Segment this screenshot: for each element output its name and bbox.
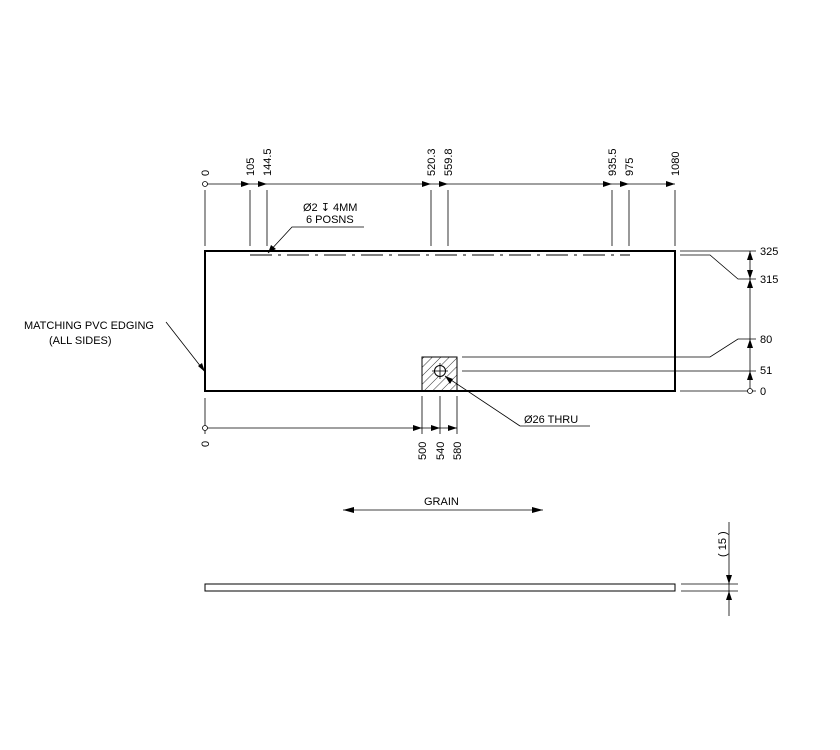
top-dim-520-3: 520.3: [426, 148, 438, 176]
grain-label: GRAIN: [424, 496, 459, 508]
bottom-dim-580: 580: [452, 442, 464, 460]
edge-view-panel: [204, 583, 676, 592]
top-dim-144-5: 144.5: [262, 148, 274, 176]
top-dim-0: 0: [200, 170, 212, 176]
hole-note-line2: 6 POSNS: [306, 214, 354, 226]
bottom-dim-500: 500: [417, 442, 429, 460]
edging-note-line2: (ALL SIDES): [49, 335, 112, 347]
right-dim-80: 80: [760, 334, 772, 346]
right-dim-51: 51: [760, 365, 772, 377]
top-dim-975: 975: [624, 158, 636, 176]
bottom-dimension-group: 0 500 540 580: [200, 396, 464, 460]
thru-note-text: Ø26 THRU: [524, 414, 578, 426]
top-dim-935-5: 935.5: [607, 148, 619, 176]
bottom-dim-540: 540: [435, 442, 447, 460]
side-view: ( 15 ): [204, 522, 738, 616]
edging-note: MATCHING PVC EDGING (ALL SIDES): [24, 320, 206, 373]
right-dim-325: 325: [760, 246, 778, 258]
hole-note: Ø2 ↧ 4MM 6 POSNS: [267, 202, 364, 254]
hole-note-line1: Ø2 ↧ 4MM: [303, 202, 357, 214]
thickness-label: ( 15 ): [717, 531, 729, 557]
right-dim-0: 0: [760, 386, 766, 398]
edging-note-line1: MATCHING PVC EDGING: [24, 320, 154, 332]
right-dimension-group: 325 315 80 51 0: [462, 246, 778, 398]
top-dim-105: 105: [245, 158, 257, 176]
grain-indicator: GRAIN: [343, 496, 543, 513]
top-dim-559-8: 559.8: [443, 148, 455, 176]
top-dim-1080: 1080: [670, 152, 682, 176]
right-dim-315: 315: [760, 274, 778, 286]
bottom-dim-0: 0: [200, 441, 212, 447]
top-dimension-group: 0 105 144.5 520.3 559.8 935.5 975 1080: [200, 148, 682, 246]
thru-note: Ø26 THRU: [444, 375, 590, 427]
